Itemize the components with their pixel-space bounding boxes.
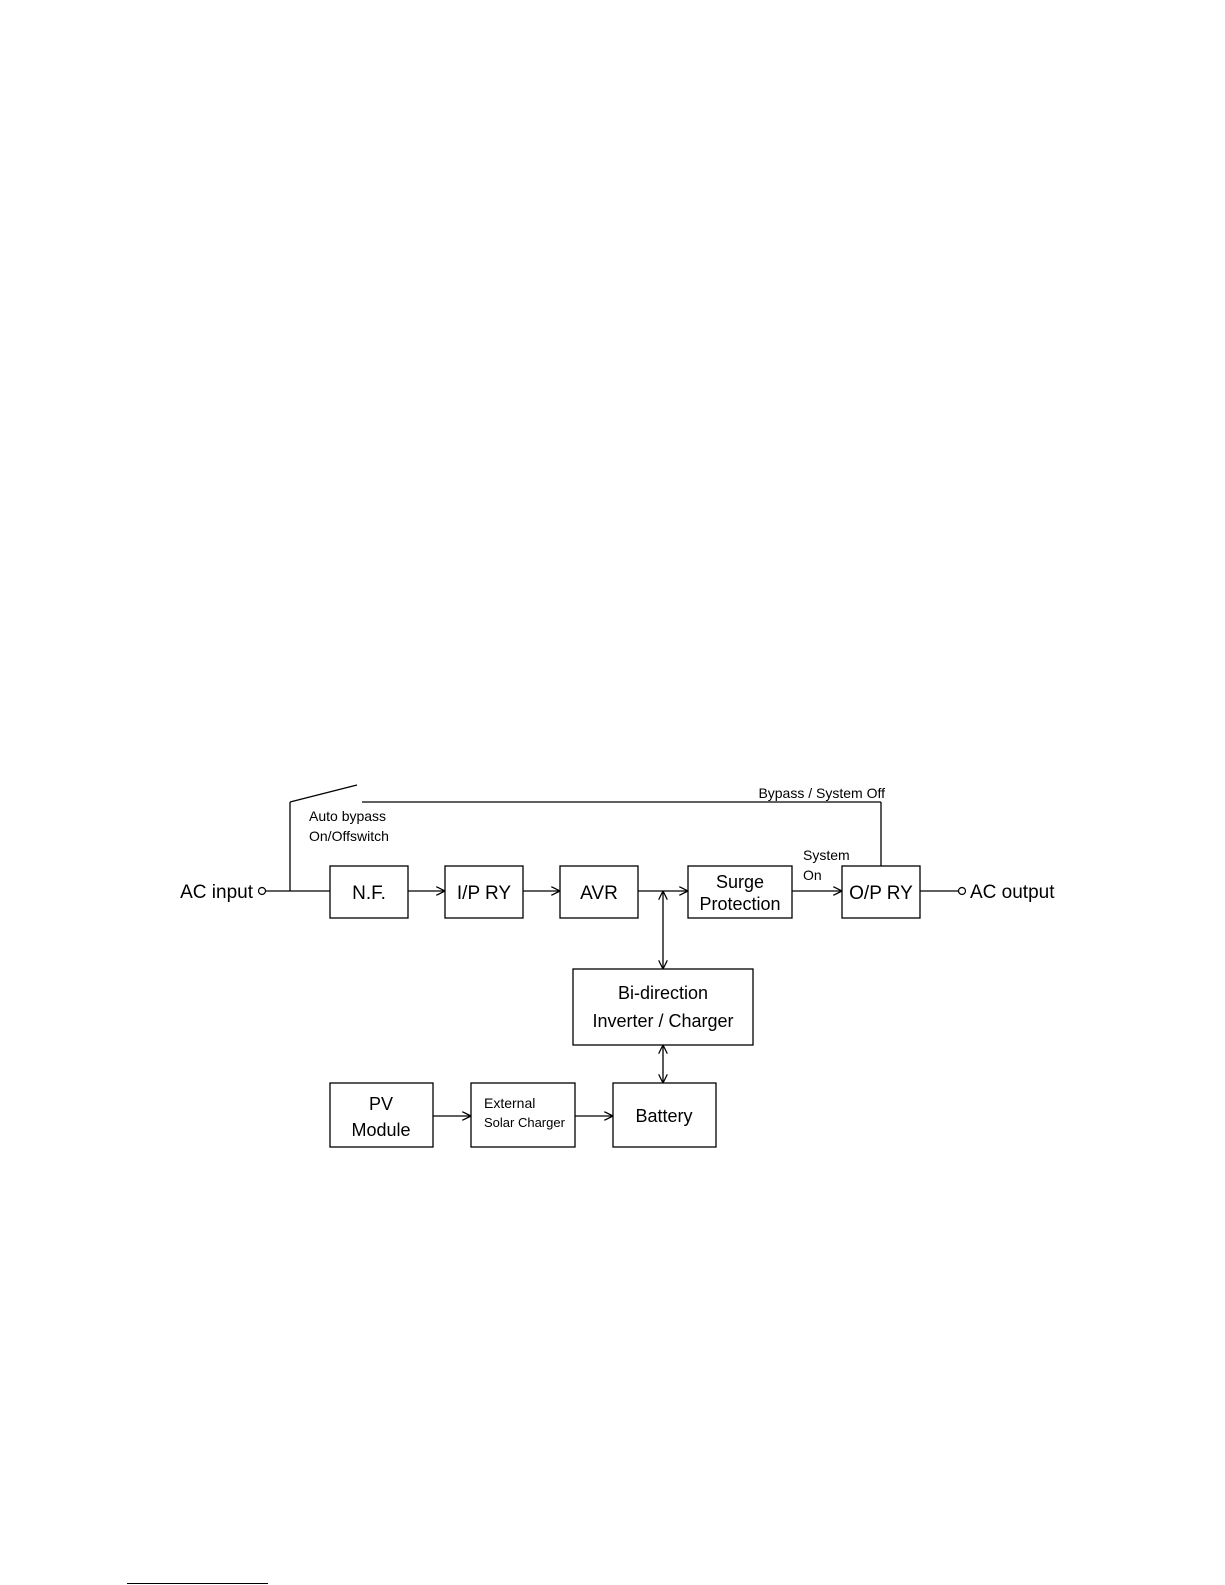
op-ry-label: O/P RY bbox=[849, 883, 913, 904]
system-on-label-line1: System bbox=[803, 847, 850, 863]
system-on-label-line2: On bbox=[803, 867, 822, 883]
auto-bypass-label-line1: Auto bypass bbox=[309, 808, 386, 824]
ip-ry-label: I/P RY bbox=[457, 883, 512, 904]
pv-module-block: PV Module bbox=[330, 1083, 433, 1147]
surge-label-line2: Protection bbox=[699, 894, 780, 914]
bypass-system-off-label: Bypass / System Off bbox=[758, 785, 885, 801]
battery-block: Battery bbox=[613, 1083, 716, 1147]
external-solar-charger-block: External Solar Charger bbox=[471, 1083, 575, 1147]
nf-block: N.F. bbox=[330, 866, 408, 918]
inverter-label-line1: Bi-direction bbox=[618, 983, 708, 1003]
pv-label-line2: Module bbox=[351, 1120, 410, 1140]
ac-input-terminal bbox=[259, 888, 266, 895]
battery-label: Battery bbox=[635, 1106, 692, 1126]
avr-block: AVR bbox=[560, 866, 638, 918]
ip-ry-block: I/P RY bbox=[445, 866, 523, 918]
ac-output-label: AC output bbox=[970, 882, 1055, 903]
surge-protection-block: Surge Protection bbox=[688, 866, 792, 918]
nf-label: N.F. bbox=[352, 883, 386, 904]
footnote-separator bbox=[127, 1583, 268, 1584]
auto-bypass-switch bbox=[290, 785, 357, 802]
solar-label-line1: External bbox=[484, 1095, 535, 1111]
solar-label-line2: Solar Charger bbox=[484, 1115, 566, 1130]
pv-label-line1: PV bbox=[369, 1094, 393, 1114]
inverter-charger-block: Bi-direction Inverter / Charger bbox=[573, 969, 753, 1045]
auto-bypass-label-line2: On/Offswitch bbox=[309, 828, 389, 844]
ac-output-terminal bbox=[959, 888, 966, 895]
inverter-label-line2: Inverter / Charger bbox=[592, 1011, 733, 1031]
op-ry-block: O/P RY bbox=[842, 866, 920, 918]
ac-input-label: AC input bbox=[180, 882, 254, 903]
avr-label: AVR bbox=[580, 883, 618, 904]
surge-label-line1: Surge bbox=[716, 872, 764, 892]
